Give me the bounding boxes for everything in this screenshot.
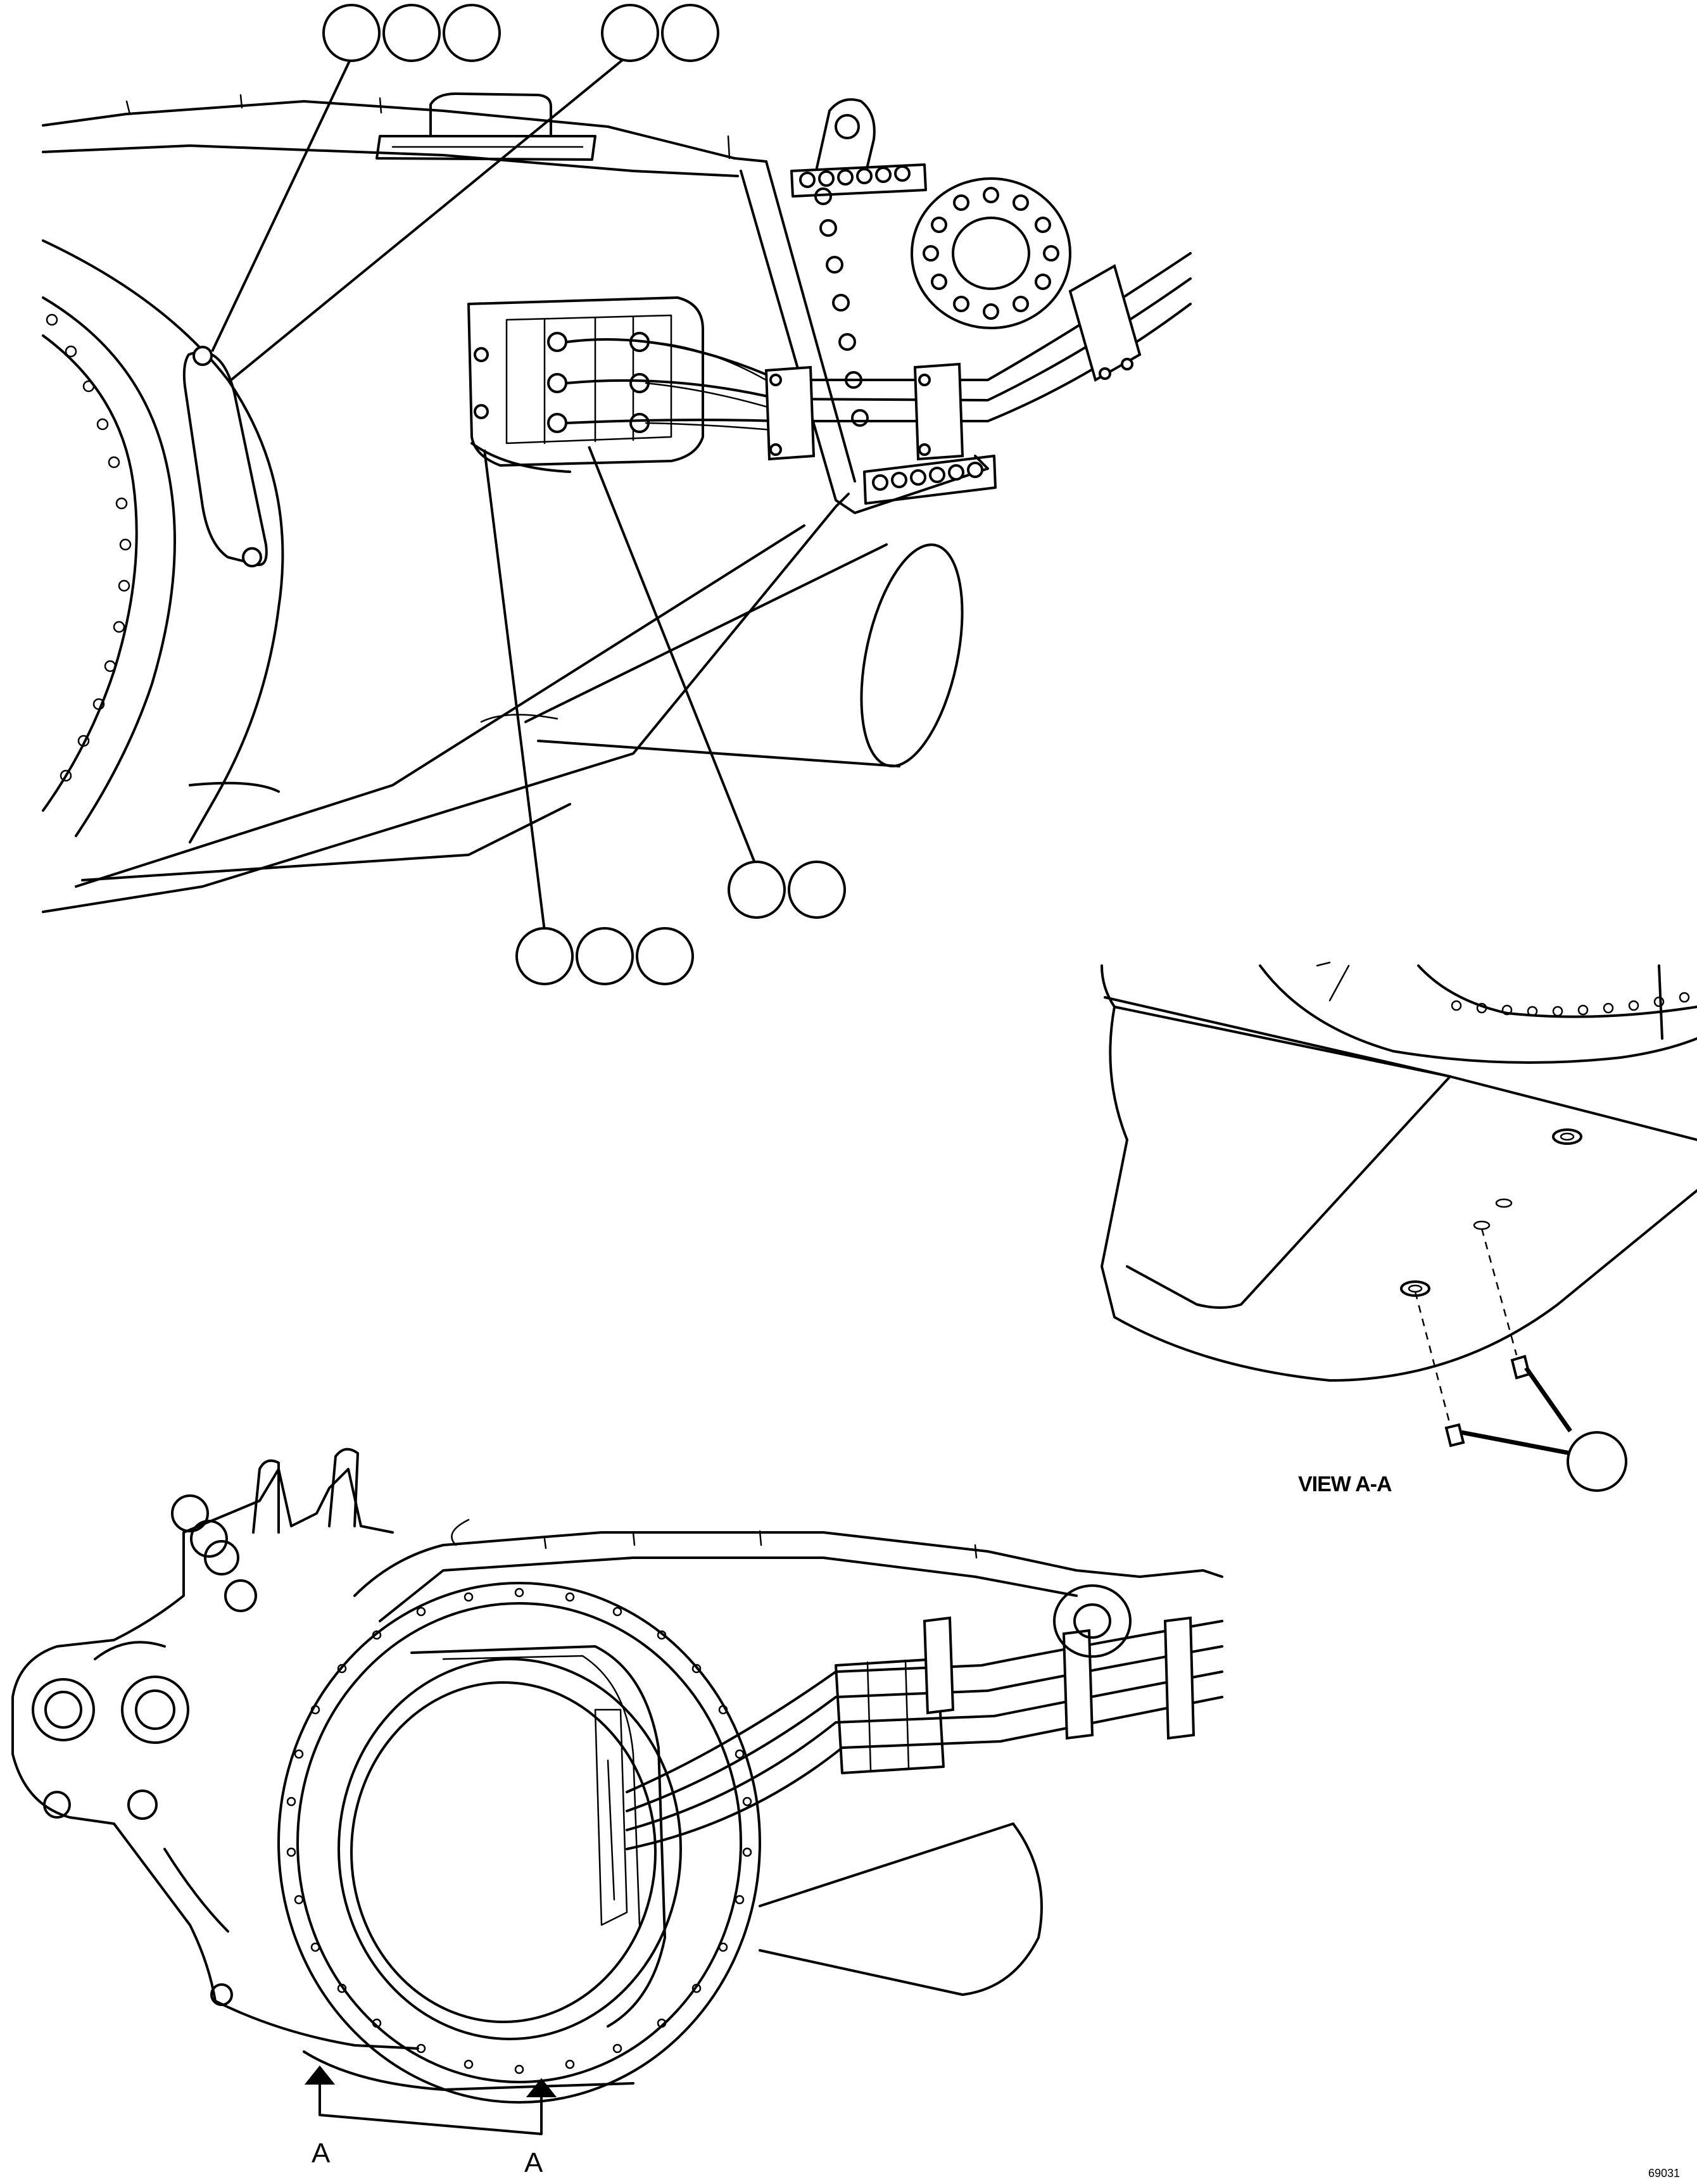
plate-bolt-column <box>814 187 869 427</box>
section-indicator <box>304 2065 557 2135</box>
junction-fittings <box>474 332 650 433</box>
lower-assembly-view <box>11 1448 1223 2104</box>
view-aa-bolt-holes <box>1451 992 1690 1017</box>
drawing-id: 69031 <box>1648 2167 1680 2180</box>
callout-top-left <box>211 4 501 352</box>
callout-middle-left <box>483 449 694 985</box>
section-mark-left: A <box>312 2138 331 2169</box>
ring-bolt-holes <box>46 313 132 782</box>
view-aa-detail <box>1101 961 1697 1456</box>
callout-middle-right <box>588 446 846 919</box>
callout-view-aa <box>1567 1431 1627 1492</box>
bottom-bolt-strip <box>872 462 983 491</box>
lower-ring-bolt-holes <box>286 1588 752 2074</box>
view-title: VIEW A-A <box>1298 1472 1392 1496</box>
flange-bolt-circle <box>923 187 1059 320</box>
section-mark-right: A <box>524 2147 543 2178</box>
callout-top-right <box>230 4 719 381</box>
top-bolt-strip <box>799 165 911 188</box>
upper-assembly-view <box>42 92 1192 913</box>
